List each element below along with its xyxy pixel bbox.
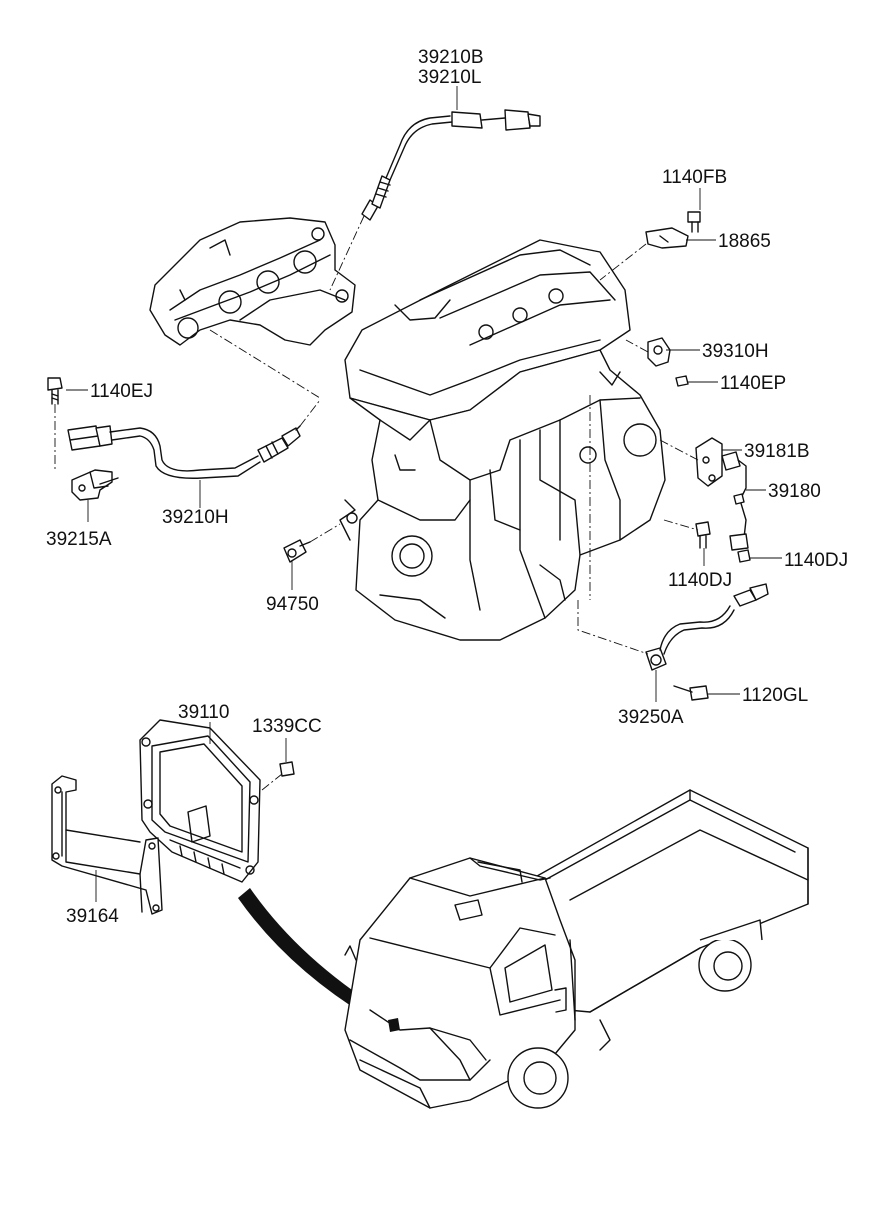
engine-block — [339, 239, 666, 641]
label-39110: 39110 — [178, 702, 229, 723]
label-39181b: 39181B — [744, 441, 810, 462]
ecu-bracket — [51, 775, 163, 915]
ecu-module — [139, 719, 295, 883]
sensor-bracket — [47, 377, 119, 501]
bracket-18865 — [599, 211, 701, 281]
knock-sensor — [577, 395, 769, 701]
label-39210h: 39210H — [162, 507, 229, 528]
upper-oxygen-sensor — [329, 109, 541, 291]
label-1140fb: 1140FB — [662, 167, 727, 188]
leader-lines — [66, 86, 782, 902]
label-1140ep: 1140EP — [720, 373, 786, 394]
label-39164: 39164 — [66, 906, 119, 927]
exhaust-manifold — [149, 217, 356, 346]
label-1140ej: 1140EJ — [90, 381, 153, 402]
label-39180: 39180 — [768, 481, 821, 502]
truck-illustration — [344, 789, 809, 1109]
label-1140dj-right: 1140DJ — [784, 550, 848, 571]
label-1120gl: 1120GL — [742, 685, 808, 706]
label-39310h: 39310H — [702, 341, 769, 362]
location-arrow — [238, 888, 388, 1024]
label-39210l: 39210L — [418, 67, 481, 88]
part-labels: 39210B 39210L 1140FB 18865 39310H 1140EP… — [46, 47, 848, 927]
oil-pressure-switch — [283, 523, 341, 563]
label-1140dj-left: 1140DJ — [668, 570, 732, 591]
label-39215a: 39215A — [46, 529, 112, 550]
label-18865: 18865 — [718, 231, 771, 252]
label-1339cc: 1339CC — [252, 716, 322, 737]
label-94750: 94750 — [266, 594, 319, 615]
cam-sensor — [625, 337, 689, 387]
label-39210b: 39210B — [418, 47, 484, 68]
label-39250a: 39250A — [618, 707, 684, 728]
crank-sensor — [659, 437, 751, 563]
lower-oxygen-sensor — [67, 329, 321, 479]
